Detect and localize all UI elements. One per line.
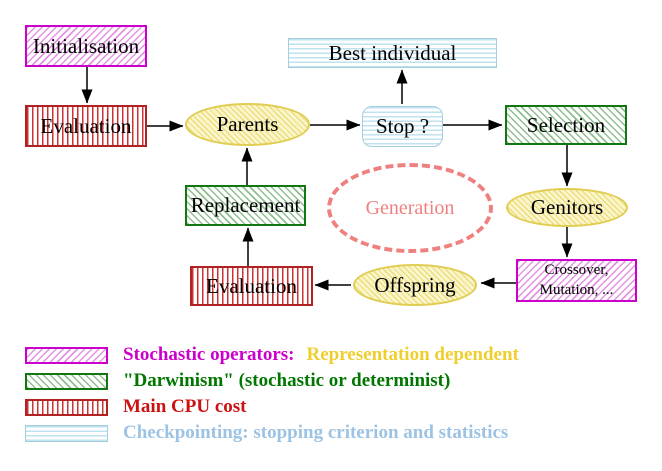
node-initialisation: Initialisation — [25, 25, 147, 67]
legend-row-darwinism: "Darwinism" (stochastic or determinist) — [25, 370, 450, 392]
legend-label-checkpointing: Checkpointing: stopping criterion and st… — [123, 422, 509, 443]
node-stop: Stop ? — [362, 106, 443, 147]
node-selection: Selection — [505, 105, 627, 145]
node-parents: Parents — [185, 103, 310, 146]
node-evaluation-top: Evaluation — [25, 105, 147, 147]
node-evaluation-bottom: Evaluation — [190, 266, 313, 306]
node-best-individual: Best individual — [288, 38, 497, 68]
legend-row-checkpointing: Checkpointing: stopping criterion and st… — [25, 422, 508, 444]
legend-row-stochastic: Stochastic operators: Representation dep… — [25, 344, 519, 366]
node-replacement: Replacement — [185, 185, 306, 226]
legend-label-stochastic-operators: Stochastic operators: — [123, 344, 295, 365]
legend-swatch-magenta-hatch — [25, 346, 108, 364]
legend-label-darwinism: "Darwinism" (stochastic or determinist) — [123, 370, 451, 391]
legend-swatch-cyan-stripes — [25, 424, 108, 442]
generation-loop-ellipse: Generation — [327, 163, 493, 253]
crossover-line1: Crossover, — [544, 262, 609, 278]
node-offspring: Offspring — [353, 264, 477, 306]
legend-label-main-cpu-cost: Main CPU cost — [123, 396, 247, 417]
legend-label-representation-dependent: Representation dependent — [306, 344, 519, 365]
legend-row-cpu-cost: Main CPU cost — [25, 396, 246, 418]
node-crossover-mutation: Crossover, Mutation, ... — [516, 259, 637, 302]
node-genitors: Genitors — [506, 188, 628, 227]
legend-swatch-green-hatch — [25, 372, 108, 390]
legend-swatch-red-stripes — [25, 398, 108, 416]
crossover-line2: Mutation, ... — [539, 281, 614, 298]
